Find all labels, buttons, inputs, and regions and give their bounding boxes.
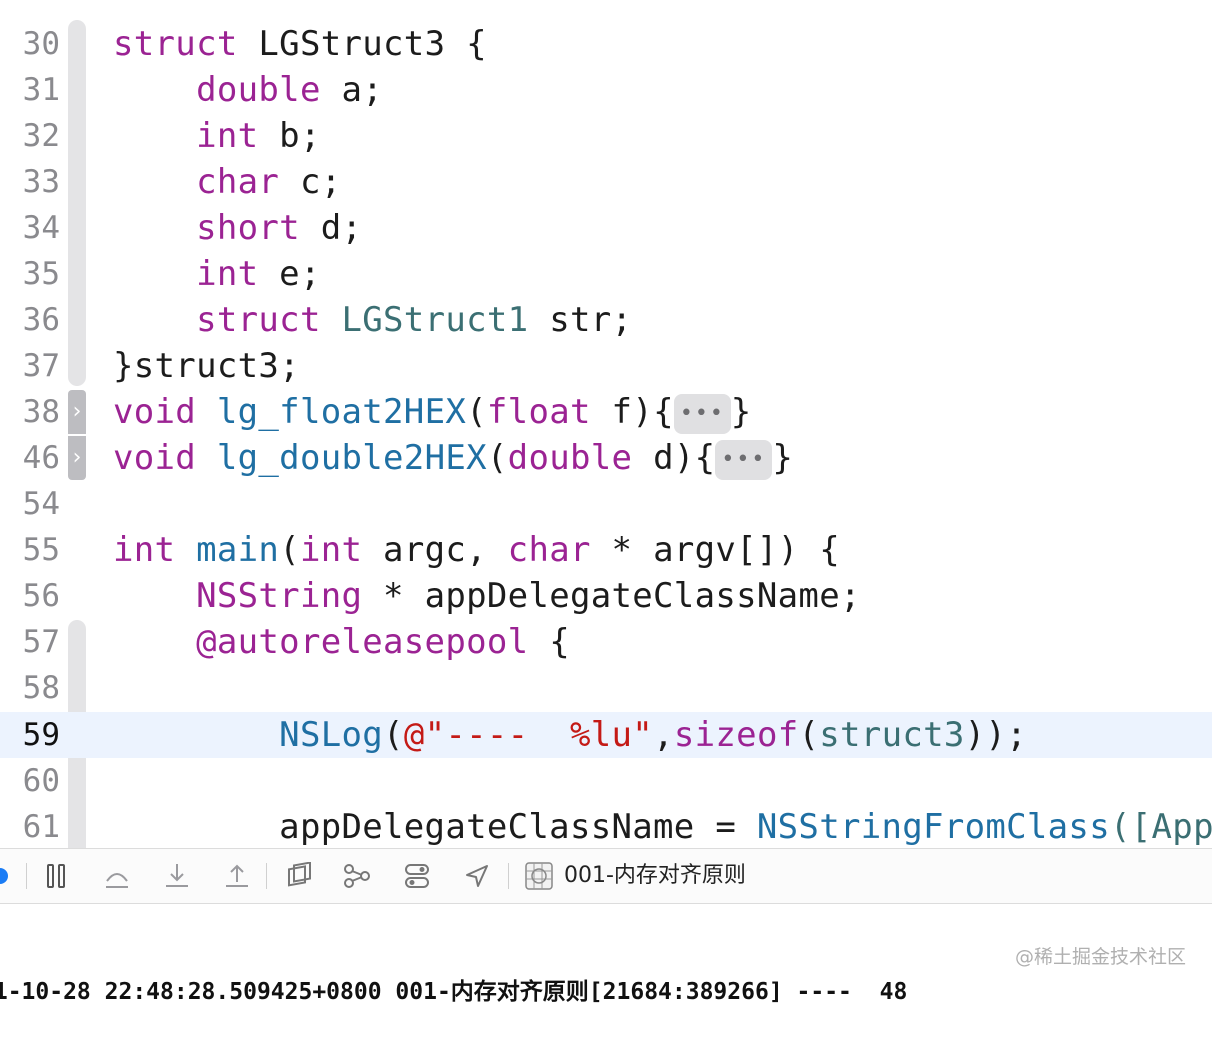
code-line[interactable]: 54 — [0, 481, 1212, 527]
target-icon[interactable] — [522, 849, 556, 903]
code-line[interactable]: 58 — [0, 665, 1212, 711]
line-number: 31 — [22, 72, 60, 108]
code-text: short d; — [196, 208, 363, 248]
fold-ribbon[interactable] — [68, 20, 86, 386]
memory-graph-icon[interactable] — [340, 849, 374, 903]
line-number: 35 — [22, 256, 60, 292]
code-line[interactable]: 33 char c; — [0, 159, 1212, 205]
code-text: void lg_double2HEX(double d){•••} — [113, 438, 794, 480]
line-number: 59 — [22, 717, 60, 753]
code-line: 29 — [0, 0, 1212, 12]
code-line[interactable]: 61 appDelegateClassName = NSStringFromCl… — [0, 804, 1212, 848]
code-line[interactable]: 31 double a; — [0, 67, 1212, 113]
line-number: 56 — [22, 578, 60, 614]
code-line[interactable]: 34 short d; — [0, 205, 1212, 251]
line-number: 61 — [22, 809, 60, 845]
line-number: 30 — [22, 26, 60, 62]
unfold-chevron-icon[interactable]: › — [68, 390, 86, 434]
environment-overrides-icon[interactable] — [400, 849, 434, 903]
code-text: struct LGStruct1 str; — [196, 300, 633, 340]
code-editor[interactable]: 29 › › 30 struct LGStruct3 { 31 double a… — [0, 0, 1212, 848]
line-number: 34 — [22, 210, 60, 246]
code-line[interactable]: 36 struct LGStruct1 str; — [0, 297, 1212, 343]
folded-code-button[interactable]: ••• — [715, 439, 773, 480]
line-number: 29 — [0, 0, 60, 12]
code-text: double a; — [196, 70, 384, 110]
breakpoint-icon[interactable] — [0, 849, 10, 903]
step-into-icon[interactable] — [160, 849, 194, 903]
view-hierarchy-icon[interactable] — [282, 849, 316, 903]
location-icon[interactable] — [460, 849, 494, 903]
line-number: 38 — [22, 394, 60, 430]
code-text: int main(int argc, char * argv[]) { — [113, 530, 841, 570]
code-line[interactable]: 46 void lg_double2HEX(double d){•••} — [0, 435, 1212, 481]
code-line[interactable]: 30 struct LGStruct3 { — [0, 21, 1212, 67]
line-number: 54 — [22, 486, 60, 522]
console-log-line: 21-10-28 22:48:28.509425+0800 001-内存对齐原则… — [0, 979, 908, 1005]
code-text: int e; — [196, 254, 321, 294]
folded-code-button[interactable]: ••• — [673, 393, 731, 434]
code-text: struct LGStruct3 { — [113, 24, 487, 64]
line-number: 32 — [22, 118, 60, 154]
line-number: 46 — [22, 440, 60, 476]
code-text: void lg_float2HEX(float f){•••} — [113, 392, 752, 434]
code-line[interactable]: 35 int e; — [0, 251, 1212, 297]
code-text: NSString * appDelegateClassName; — [196, 576, 861, 616]
code-line[interactable]: 56 NSString * appDelegateClassName; — [0, 573, 1212, 619]
current-code-line[interactable]: 59 NSLog(@"---- %lu",sizeof(struct3)); — [0, 712, 1212, 758]
line-number: 58 — [22, 670, 60, 706]
code-text: NSLog(@"---- %lu",sizeof(struct3)); — [279, 715, 1027, 755]
code-line[interactable]: 57 @autoreleasepool { — [0, 619, 1212, 665]
debug-bar: 001-内存对齐原则 — [0, 848, 1212, 904]
step-out-icon[interactable] — [220, 849, 254, 903]
code-text: int b; — [196, 116, 321, 156]
line-number: 57 — [22, 624, 60, 660]
line-number: 36 — [22, 302, 60, 338]
line-number: 60 — [22, 763, 60, 799]
code-line[interactable]: 38 void lg_float2HEX(float f){•••} — [0, 389, 1212, 435]
code-line[interactable]: 32 int b; — [0, 113, 1212, 159]
pause-icon[interactable] — [40, 849, 72, 903]
line-number: 37 — [22, 348, 60, 384]
code-text: }struct3; — [113, 346, 300, 386]
code-line[interactable]: 60 — [0, 758, 1212, 804]
watermark: @稀土掘金技术社区 — [1014, 946, 1186, 968]
step-over-icon[interactable] — [100, 849, 134, 903]
line-number: 33 — [22, 164, 60, 200]
target-name[interactable]: 001-内存对齐原则 — [564, 863, 746, 888]
code-text: char c; — [196, 162, 342, 202]
code-text: @autoreleasepool { — [196, 622, 570, 662]
code-line[interactable]: 55 int main(int argc, char * argv[]) { — [0, 527, 1212, 573]
unfold-chevron-icon[interactable]: › — [68, 436, 86, 480]
code-line[interactable]: 37 }struct3; — [0, 343, 1212, 389]
line-number: 55 — [22, 532, 60, 568]
code-text: appDelegateClassName = NSStringFromClass… — [279, 807, 1212, 847]
